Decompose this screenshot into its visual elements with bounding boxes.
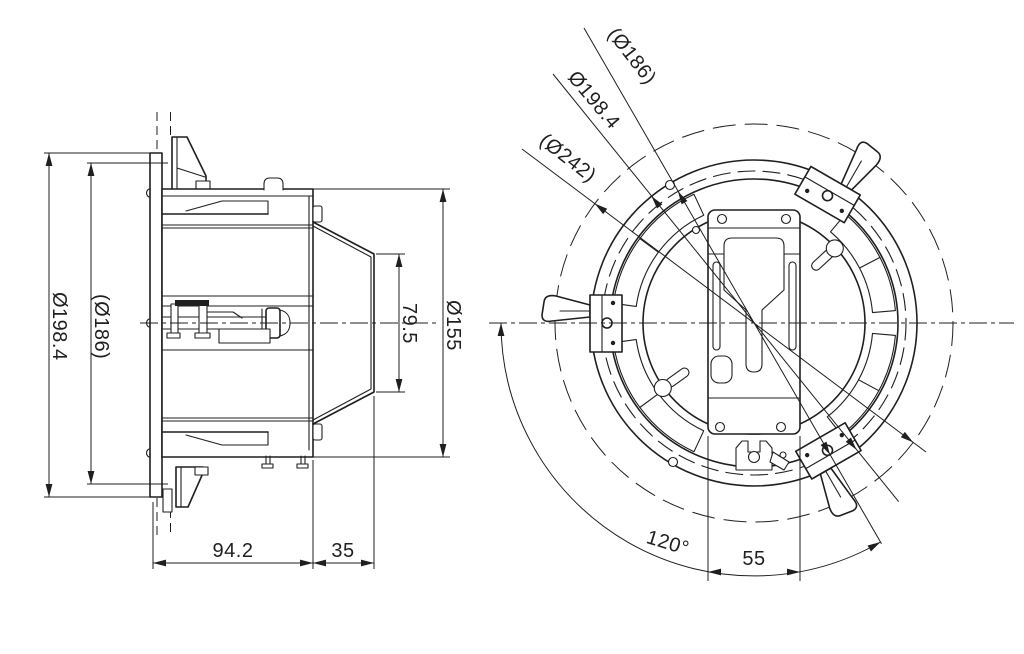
dim-ceiling-cutout: (Ø186) [90, 294, 112, 359]
top-clamp-arm [171, 136, 211, 191]
screw-holes [664, 179, 787, 468]
keyhole-slots [653, 239, 844, 398]
dim-cutout-label: (Ø186) [603, 24, 661, 89]
dim-depth-front: 35 [331, 540, 354, 562]
clamp-upper-right [794, 124, 886, 224]
ceiling-section-lines [156, 112, 171, 537]
stored-arm-bottom [162, 431, 269, 446]
dim-face: 79.5 [398, 303, 420, 344]
dim-clearance-label: (Ø242) [535, 130, 600, 188]
side-dimensions: Ø198.4 (Ø186) 79.5 Ø155 94.2 35 [44, 152, 464, 569]
bottom-clamp-arm [162, 466, 209, 513]
dim-flange-outer: Ø198.4 [48, 292, 70, 361]
front-view: (Ø186) Ø198.4 (Ø242) 120° 55 [489, 24, 1014, 581]
dim-bracket-width: 55 [742, 548, 765, 570]
dim-depth-rear: 94.2 [213, 540, 254, 562]
flange [145, 152, 163, 498]
bracket-width-dimension: 55 [707, 436, 801, 581]
dim-body: Ø155 [442, 300, 464, 351]
dim-clamp-angle: 120° [644, 526, 692, 560]
side-view: Ø198.4 (Ø186) 79.5 Ø155 94.2 35 [44, 112, 464, 569]
stored-arm-top [162, 200, 269, 215]
center-bracket [707, 209, 801, 471]
